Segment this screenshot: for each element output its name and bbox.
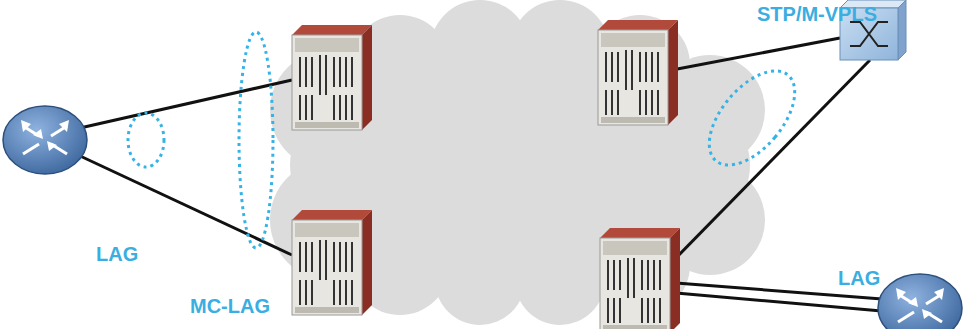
group-ellipses (128, 32, 811, 248)
chassis-right-bottom (600, 228, 680, 329)
lag-label: LAG (838, 268, 880, 288)
chassis-left-bottom (292, 210, 372, 315)
protocol-label: STP/M-VPLS (757, 4, 877, 24)
link-lines (78, 38, 895, 312)
lag-label: LAG (96, 244, 138, 264)
mc-lag-label: MC-LAG (190, 296, 270, 316)
router-right (878, 274, 962, 329)
network-cloud (270, 0, 765, 325)
chassis-right-top (598, 20, 678, 125)
chassis-left-top (292, 25, 372, 130)
router-left (3, 106, 87, 174)
